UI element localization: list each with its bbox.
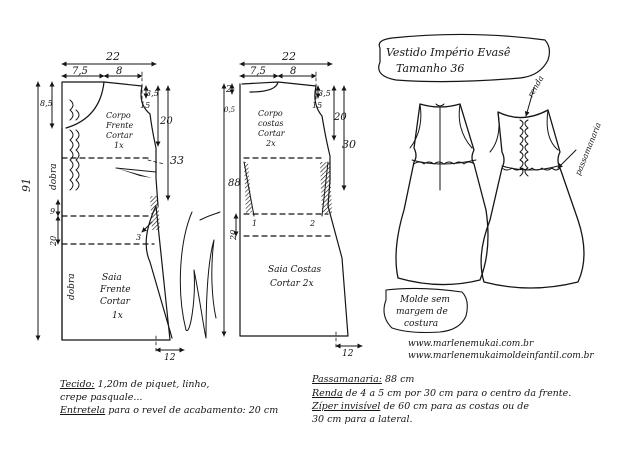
back-bodice-label-2: costas [258, 119, 284, 128]
back-small-mark: 0,5 [224, 106, 236, 114]
front-waist-offset: 9 [50, 207, 55, 216]
interfacing-label: Entretela [60, 405, 106, 416]
back-neck-curve: 15 [312, 101, 322, 110]
back-bodice-label-4: 2x [265, 139, 276, 148]
front-bodice-height: 20 [159, 116, 173, 127]
front-top-width: 22 [105, 50, 120, 63]
fabric-text: 1,20m de piquet, linho, [97, 379, 210, 390]
back-bodice-label-1: Corpo [258, 109, 283, 118]
fabric-note: Tecido: 1,20m de piquet, linho, [60, 379, 209, 391]
lace-text: de 4 a 5 cm por 30 cm para o centro da f… [345, 388, 572, 399]
back-bodice-label-3: Cortar [258, 129, 286, 138]
back-skirt-label-2: Cortar 2x [270, 279, 314, 289]
back-piece-labels: 22 7,5 8 2 0,5 3,5 15 20 30 88 1 2 20 12… [224, 50, 356, 359]
back-shoulder-width: 8 [290, 66, 296, 77]
zipper-label: Zíper invisível [312, 401, 381, 412]
zipper-text-2: 30 cm para a lateral. [312, 414, 413, 425]
front-side-mark: 3 [136, 233, 141, 242]
zipper-note: Zíper invisível de 60 cm para as costas … [312, 401, 529, 413]
fabric-note-2: crepe pasquale... [60, 392, 142, 404]
back-mark-2: 2 [309, 219, 315, 228]
mold-note-bubble [383, 287, 468, 334]
title-line-2: Tamanho 36 [396, 62, 464, 75]
front-shoulder-width: 8 [116, 66, 122, 77]
front-bodice-label-3: Cortar [106, 131, 134, 140]
lace-note: Renda de 4 a 5 cm por 30 cm para o centr… [312, 388, 571, 400]
front-neck-curve: 15 [140, 101, 150, 110]
front-fold-label: dobra [49, 163, 59, 190]
back-armhole-depth: 30 [342, 138, 356, 151]
trim-text: 88 cm [384, 374, 415, 385]
trim-note: Passamanaria: 88 cm [312, 374, 414, 386]
mold-note-3: costura [404, 319, 438, 329]
front-total-length: 91 [20, 178, 33, 192]
front-piece-labels: 22 7,5 8 3,5 15 8,5 20 33 91 dobra 9 20 … [20, 50, 184, 363]
front-neck-width: 7,5 [72, 66, 88, 77]
back-top-width: 22 [281, 50, 296, 63]
front-skirt-height: 20 [49, 236, 58, 247]
front-skirt-fold-label: dobra [67, 273, 77, 300]
interfacing-note: Entretela para o revel de acabamento: 20… [60, 405, 278, 417]
front-skirt-label-2: Frente [99, 285, 131, 295]
front-skirt-label-3: Cortar [100, 297, 131, 307]
front-neck-depth: 8,5 [40, 99, 53, 108]
back-mark-1: 1 [252, 219, 257, 228]
fabric-label: Tecido: [60, 379, 95, 390]
trim-label: Passamanaria: [312, 374, 382, 385]
mold-note-2: margem de [396, 307, 448, 317]
back-shoulder-drop: 3,5 [318, 89, 331, 98]
dress-sketch-back [395, 103, 489, 286]
title-line-1: Vestido Império Evasê [386, 46, 511, 59]
website-2: www.marlenemukaimoldeinfantil.com.br [408, 351, 594, 361]
sketch-labels: Vestido Império Evasê Tamanho 36 renda p… [386, 46, 603, 361]
front-bodice-label-1: Corpo [106, 111, 131, 120]
interfacing-text: para o revel de acabamento: 20 cm [108, 405, 279, 416]
front-skirt-label-4: 1x [112, 311, 123, 321]
back-pattern-piece [221, 61, 363, 351]
passamanaria-label: passamanaria [574, 121, 604, 177]
back-hem-width: 12 [342, 349, 354, 359]
back-skirt-label-1: Saia Costas [268, 265, 322, 275]
back-neck-width: 7,5 [250, 66, 266, 77]
front-skirt-label-1: Saia [102, 273, 122, 283]
front-bodice-label-2: Frente [105, 121, 133, 130]
title-bubble [378, 33, 551, 83]
front-bodice-outline [61, 81, 173, 341]
front-armhole-depth: 33 [170, 154, 184, 167]
back-total-length: 88 [228, 178, 241, 189]
renda-label: renda [526, 74, 546, 99]
back-bodice-height: 20 [333, 112, 347, 123]
dress-sketch-front [480, 87, 585, 289]
back-neck-depth: 2 [225, 85, 232, 95]
front-pattern-piece [35, 61, 185, 355]
website-1: www.marlenemukai.com.br [408, 339, 534, 349]
designer-signature [179, 211, 221, 339]
fabric-text-2: crepe pasquale... [60, 392, 143, 403]
front-bodice-label-4: 1x [114, 141, 124, 150]
front-hem-width: 12 [164, 353, 176, 363]
lace-label: Renda [312, 388, 343, 399]
front-shoulder-drop: 3,5 [146, 89, 159, 98]
zipper-note-2: 30 cm para a lateral. [312, 414, 413, 426]
mold-note-1: Molde sem [399, 295, 450, 305]
back-skirt-height: 20 [229, 230, 238, 241]
zipper-text: de 60 cm para as costas ou de [383, 401, 530, 412]
